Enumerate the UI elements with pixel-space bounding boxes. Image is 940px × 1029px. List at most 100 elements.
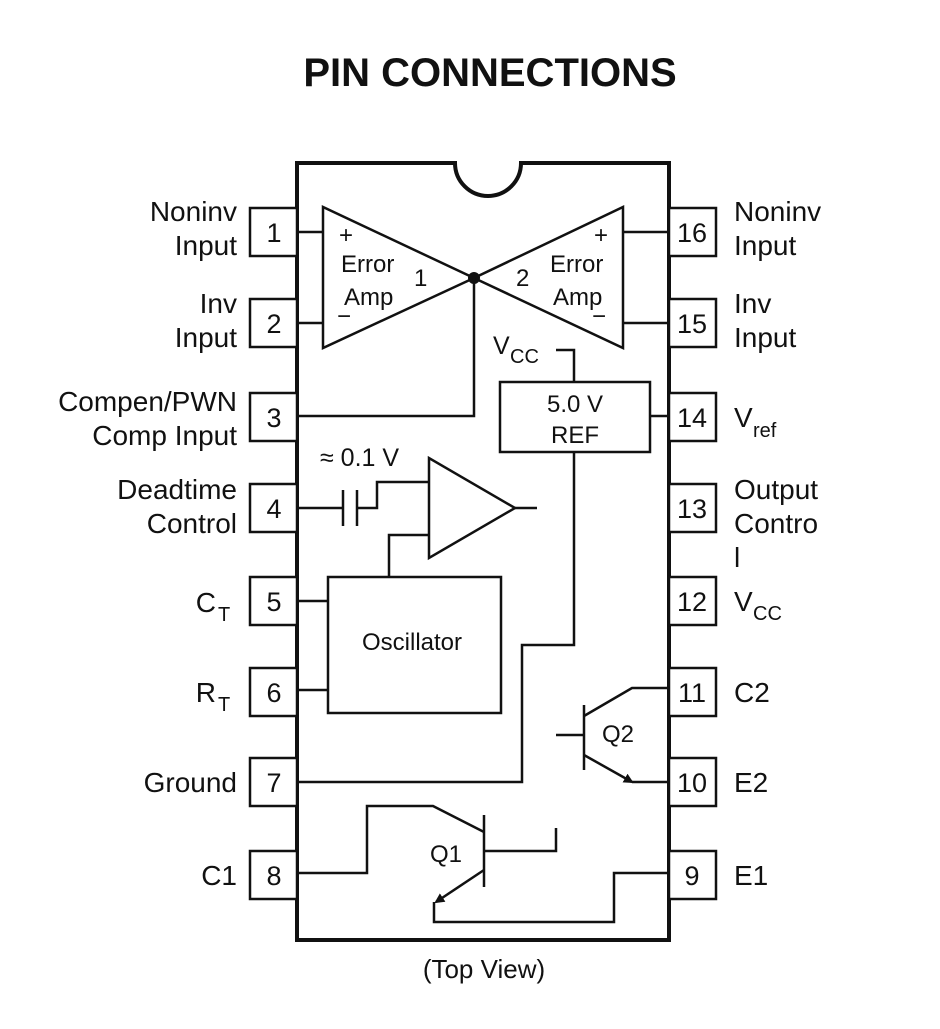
pin-13-box <box>667 482 718 534</box>
pin-4-label-line2: Control <box>147 508 237 539</box>
pin-7-label: Ground <box>144 767 237 798</box>
pin-16-label-line2: Input <box>734 230 796 261</box>
pin-4-box <box>248 482 299 534</box>
pin-9: 9 E1 <box>667 849 768 901</box>
pin-2-number: 2 <box>266 309 281 339</box>
pin-12-box <box>667 575 718 627</box>
pin-10-number: 10 <box>677 768 707 798</box>
deadtime-comparator: ≈ 0.1 V <box>297 444 537 577</box>
deadtime-offset-label: ≈ 0.1 V <box>320 444 399 472</box>
oscillator-label: Oscillator <box>362 629 462 656</box>
pin-13-label-line2: Contro <box>734 508 818 539</box>
pin-3-comp-wire <box>297 278 476 418</box>
pin-2-label-line2: Input <box>175 322 237 353</box>
q1-base-lead <box>484 828 558 853</box>
pin-12-label: V <box>734 586 753 617</box>
error-amp-1: + − Error Amp 1 <box>297 205 477 350</box>
error-amp-2-index: 2 <box>516 265 529 292</box>
pin-13: 13 Output Contro l <box>667 474 818 573</box>
pin-2: 2 Inv Input <box>175 288 299 353</box>
pin-1: 1 Noninv Input <box>150 196 299 261</box>
pin-4: 4 Deadtime Control <box>117 474 299 539</box>
pin-13-label-line1: Output <box>734 474 818 505</box>
pin-1-label-line1: Noninv <box>150 196 237 227</box>
pin-8: 8 C1 <box>201 849 299 901</box>
error-amp-1-minus: − <box>337 303 351 330</box>
pin-6: 6 R T <box>196 666 299 718</box>
pin-13-number: 13 <box>677 494 707 524</box>
q2-collector-lead <box>583 686 669 718</box>
pin-3-label-line1: Compen/PWN <box>58 386 237 417</box>
pin-15-label-line2: Input <box>734 322 796 353</box>
reference-vcc-subscript: CC <box>510 346 539 368</box>
pin-10-label: E2 <box>734 767 768 798</box>
pin-6-number: 6 <box>266 678 281 708</box>
pin-4-number: 4 <box>266 494 281 524</box>
reference-block: V CC 5.0 V REF <box>297 332 669 784</box>
pin-2-box <box>248 297 299 349</box>
pin-10-box <box>667 756 718 808</box>
pin-1-number: 1 <box>266 218 281 248</box>
pin-3: 3 Compen/PWN Comp Input <box>58 386 299 451</box>
pin-15: 15 Inv Input <box>667 288 796 353</box>
error-amp-1-label-line1: Error <box>341 251 394 278</box>
pin-16-box <box>667 206 718 258</box>
q2-label: Q2 <box>602 721 634 748</box>
pin-15-label-line1: Inv <box>734 288 771 319</box>
pin-14-number: 14 <box>677 403 707 433</box>
pin-9-wire <box>432 871 669 924</box>
error-amp-2: + − Error Amp 2 <box>471 205 669 350</box>
comparator-osc-wire <box>387 533 429 577</box>
reference-vcc-wire <box>556 348 576 382</box>
error-amp-1-triangle <box>321 205 477 350</box>
pin-6-label-subscript: T <box>218 694 230 716</box>
pin-11-box <box>667 666 718 718</box>
ground-wire <box>297 452 576 784</box>
top-view-caption: (Top View) <box>423 954 545 984</box>
reference-box <box>498 380 652 454</box>
q1-transistor: Q1 <box>297 804 669 924</box>
pin-16-number: 16 <box>677 218 707 248</box>
pin-10: 10 E2 <box>667 756 768 808</box>
pin-6-box <box>248 666 299 718</box>
error-amp-2-plus: + <box>594 222 608 249</box>
pin-5-label-subscript: T <box>218 604 230 626</box>
pin-3-number: 3 <box>266 403 281 433</box>
pin-5-label: C <box>196 587 216 618</box>
q2-transistor: Q2 <box>556 686 669 784</box>
pin-12: 12 V CC <box>667 575 782 627</box>
pin-8-label: C1 <box>201 860 237 891</box>
q1-collector-lead <box>297 804 485 875</box>
pin-7-number: 7 <box>266 768 281 798</box>
pin-2-label-line1: Inv <box>200 288 237 319</box>
pin-8-box <box>248 849 299 901</box>
pin-9-label: E1 <box>734 860 768 891</box>
q2-emitter-arrow <box>583 753 634 784</box>
pin-14-label: V <box>734 402 753 433</box>
error-amp-2-label-line2: Amp <box>553 284 602 311</box>
error-amp-2-minus: − <box>592 303 606 330</box>
pin-14: 14 V ref <box>667 391 777 443</box>
pin-6-label: R <box>196 677 216 708</box>
ic-package-body <box>295 161 671 942</box>
pin-8-number: 8 <box>266 861 281 891</box>
pin-14-box <box>667 391 718 443</box>
pin-11: 11 C2 <box>667 666 770 718</box>
pin-16-label-line1: Noninv <box>734 196 821 227</box>
error-amp-2-label-line1: Error <box>550 251 603 278</box>
error-amp-1-index: 1 <box>414 265 427 292</box>
reference-label-line2: REF <box>551 422 599 449</box>
pin-15-number: 15 <box>677 309 707 339</box>
error-amp-1-label-line2: Amp <box>344 284 393 311</box>
reference-vcc-label: V <box>493 332 510 360</box>
pin-11-number: 11 <box>678 678 706 708</box>
pin-7: 7 Ground <box>144 756 299 808</box>
pin-14-label-subscript: ref <box>753 420 777 442</box>
pin-13-label-line3: l <box>734 542 740 573</box>
pin-9-number: 9 <box>684 861 699 891</box>
reference-label-line1: 5.0 V <box>547 391 603 418</box>
pin-3-label-line2: Comp Input <box>92 420 237 451</box>
pin-11-label: C2 <box>734 677 770 708</box>
